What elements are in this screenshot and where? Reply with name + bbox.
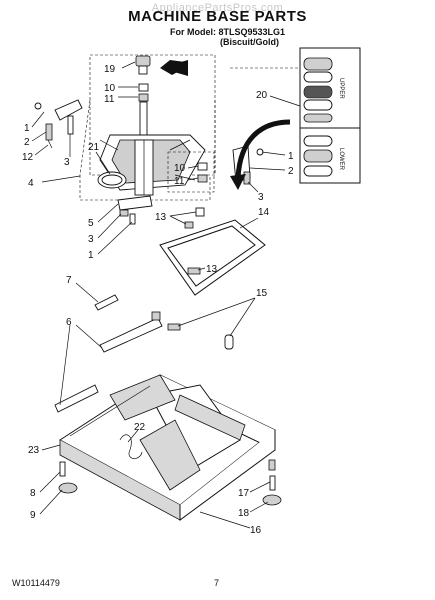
item-10b-part (197, 162, 208, 171)
item-15-part (167, 323, 181, 331)
callout-label: 8 (30, 488, 36, 499)
callout-label: 20 (256, 90, 268, 101)
callout-label: 3 (258, 192, 264, 203)
item-6-rail (99, 317, 163, 353)
center-shaft-assembly (97, 101, 206, 196)
item-23-rail (54, 384, 99, 413)
callout-label: 19 (104, 64, 116, 75)
right-small-box (167, 151, 215, 193)
callout-label: 16 (250, 525, 262, 536)
callout-label: 5 (88, 218, 94, 229)
document-number: W10114479 (12, 578, 60, 588)
item-8-bolt (59, 461, 66, 477)
page-title: MACHINE BASE PARTS (128, 8, 307, 25)
inset-bearing (303, 57, 333, 71)
inset-bearing (303, 135, 333, 147)
inset-upper-label: UPPER (338, 78, 344, 99)
item-19-cap (135, 55, 151, 75)
item-21-ring-inner (101, 174, 123, 186)
callout-label: 13 (155, 212, 167, 223)
model-color: (Biscuit/Gold) (220, 37, 279, 47)
curved-arrow-icon (235, 119, 291, 179)
callout-label: 15 (256, 288, 268, 299)
inset-bearing (303, 71, 333, 83)
item-11b-part (197, 174, 208, 183)
inset-box: UPPER LOWER (230, 47, 361, 184)
callout-label: 9 (30, 510, 36, 521)
callout-label: 6 (66, 317, 72, 328)
watermark-text: AppliancePartsPros.com (151, 2, 284, 14)
callout-label: 1 (88, 250, 94, 261)
callout-label: 1 (24, 123, 30, 134)
item-13b-part (184, 221, 194, 229)
callout-label: 13 (206, 264, 218, 275)
callout-label: 3 (64, 157, 70, 168)
callout-label: 10 (174, 163, 186, 174)
item-1-bolt (129, 213, 136, 225)
inset-bearing (303, 99, 333, 111)
callout-label: 3 (88, 234, 94, 245)
callout-label: 4 (28, 178, 34, 189)
dashed-guide (79, 99, 91, 176)
callout-label: 22 (134, 422, 146, 433)
inset-bearing (303, 165, 333, 177)
item-6-clip (151, 311, 161, 321)
item-5-bracket (117, 195, 153, 211)
item-17-part (268, 459, 276, 471)
pointer-arrow-icon (160, 60, 188, 76)
item-13a-part (195, 207, 205, 217)
callout-label: 7 (66, 275, 72, 286)
item-11-part (138, 93, 149, 102)
model-number: For Model: 8TLSQ9533LG1 (170, 27, 286, 37)
curved-arrow-head-icon (230, 174, 246, 190)
item-10-part (138, 83, 149, 92)
inset-bearing (303, 113, 333, 123)
base-frame (59, 374, 276, 521)
inset-bearing (303, 149, 333, 163)
callout-label: 21 (88, 142, 100, 153)
callout-label: 12 (22, 152, 34, 163)
item-15-part (224, 334, 234, 350)
callout-label: 1 (288, 151, 294, 162)
item-9-foot (58, 482, 78, 494)
callout-label: 2 (24, 137, 30, 148)
callout-label: 23 (28, 445, 40, 456)
leader-lines (31, 61, 301, 529)
inset-lower-label: LOWER (338, 148, 344, 171)
left-bracket-group (34, 99, 83, 149)
item-22-wire (119, 434, 143, 459)
item-13-part (187, 267, 201, 275)
callout-label: 17 (238, 488, 250, 499)
callout-label: 14 (258, 207, 270, 218)
callout-label: 18 (238, 508, 250, 519)
item-17-bolt (269, 475, 276, 491)
item-3-part (119, 209, 129, 217)
callout-label: 11 (104, 94, 115, 105)
item-7-part (94, 294, 119, 311)
callout-labels: 1 2 12 3 4 21 19 10 11 20 1 2 3 10 11 5 … (22, 64, 294, 536)
callout-label: 11 (174, 176, 185, 187)
page-number: 7 (214, 578, 220, 588)
callout-label: 2 (288, 166, 294, 177)
callout-label: 10 (104, 83, 116, 94)
inset-bearing (303, 85, 333, 99)
